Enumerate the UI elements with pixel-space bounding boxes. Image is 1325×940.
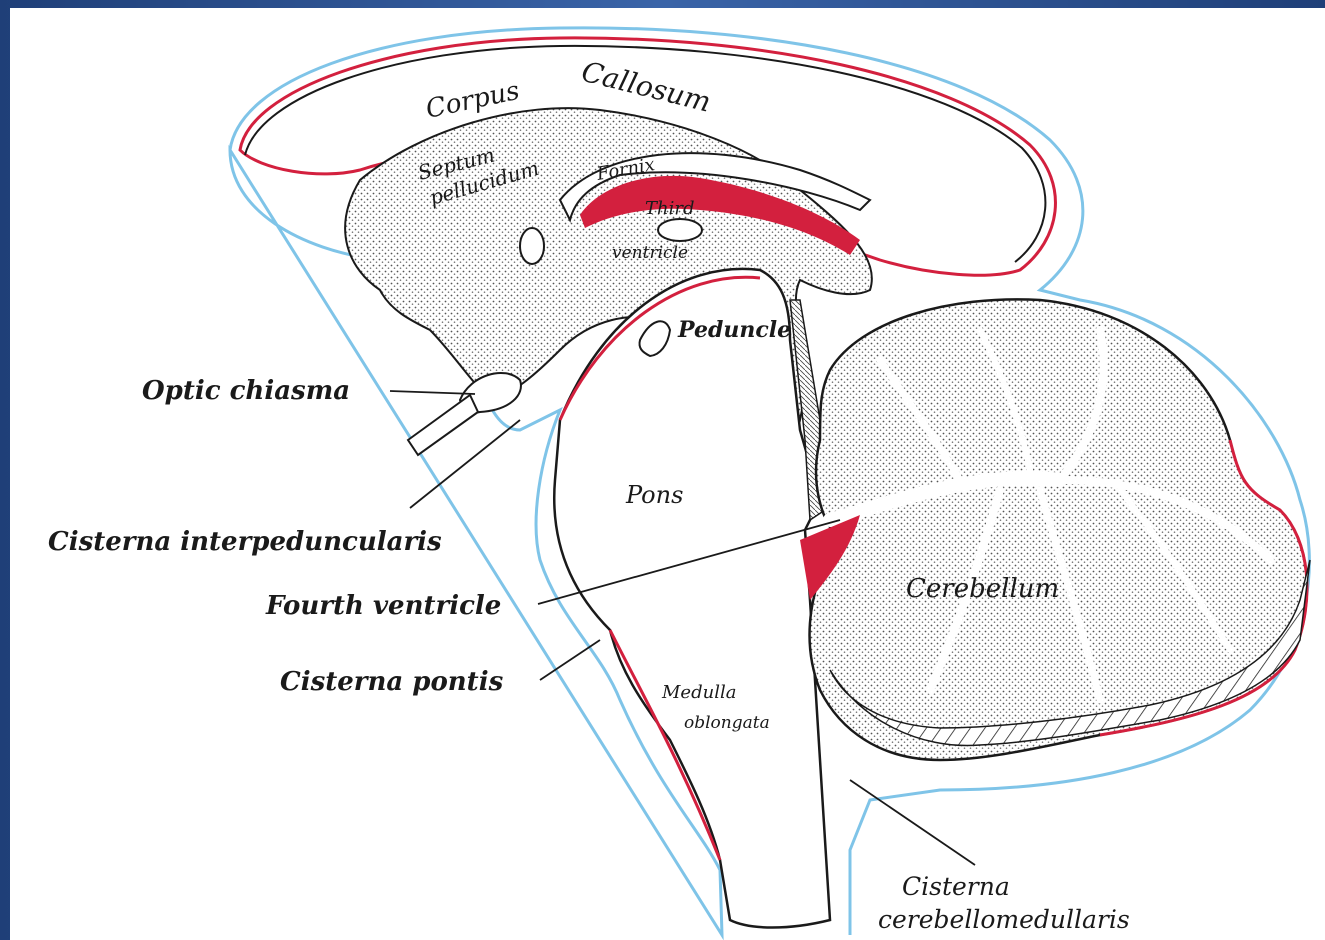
label-cisterna: Cisterna: [902, 872, 1010, 901]
label-oblongata: oblongata: [684, 713, 770, 733]
label-medulla: Medulla: [661, 682, 736, 703]
anterior-commissure: [520, 228, 544, 264]
label-pons: Pons: [625, 481, 683, 509]
label-optic-chiasma: Optic chiasma: [142, 376, 350, 406]
label-third: Third: [645, 198, 694, 219]
label-cerebellomedullaris: cerebellomedullaris: [878, 905, 1130, 934]
label-cisterna-pontis: Cisterna pontis: [280, 667, 504, 697]
label-cisterna-interpeduncularis: Cisterna interpeduncularis: [48, 527, 442, 557]
label-fourth-ventricle: Fourth ventricle: [265, 591, 501, 621]
label-peduncle: Peduncle: [677, 317, 791, 343]
optic-nerve: [408, 395, 478, 455]
label-cerebellum: Cerebellum: [906, 574, 1059, 604]
label-ventricle: ventricle: [612, 243, 688, 263]
brainstem: [554, 269, 830, 928]
interthalamic-adhesion: [658, 219, 702, 241]
